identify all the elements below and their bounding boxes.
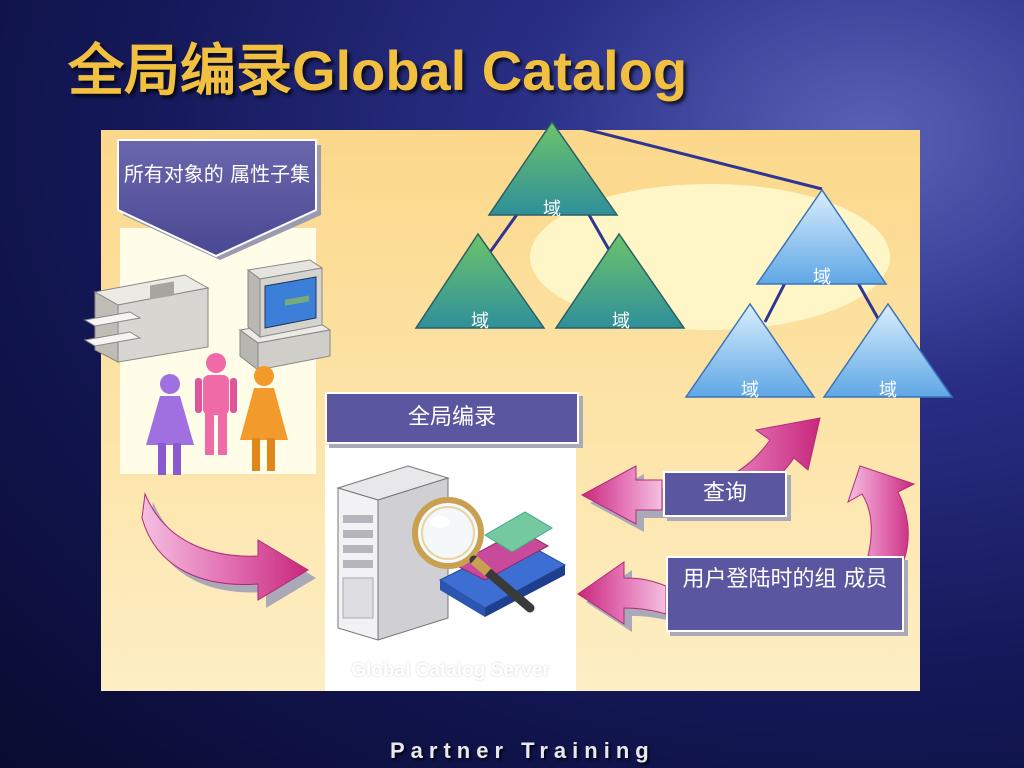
global-catalog-label: 全局编录 — [325, 392, 579, 444]
login-group-membership-label: 用户登陆时的组 成员 — [666, 556, 904, 632]
query-label: 查询 — [663, 471, 787, 517]
domain-label: 域 — [813, 267, 831, 288]
arrow-login-in — [577, 561, 674, 632]
attribute-subset-callout — [117, 139, 317, 258]
tree-connectors — [486, 119, 882, 323]
arrow-to-catalog — [141, 492, 316, 608]
domain-label: 域 — [879, 380, 897, 401]
domain-tree-right — [684, 188, 954, 398]
attribute-subset-text: 所有对象的 属性子集 — [123, 162, 311, 186]
domain-tree-left — [414, 120, 686, 329]
computer-icon — [238, 259, 332, 372]
domain-triangle — [822, 302, 954, 398]
domain-triangle — [554, 232, 686, 329]
domain-label: 域 — [471, 311, 489, 332]
footer-text: Partner Training — [390, 738, 655, 763]
printer-icon — [83, 274, 210, 363]
domain-triangle — [487, 120, 619, 216]
magnifier-icon — [412, 497, 567, 617]
domain-triangle — [684, 302, 816, 398]
arrow-login-out — [847, 465, 916, 561]
domain-triangle — [755, 188, 888, 285]
arrow-query-in — [580, 465, 670, 532]
domain-label: 域 — [741, 380, 759, 401]
global-catalog-server-label: Global Catalog Server — [351, 660, 550, 681]
slide-title: 全局编录Global Catalog — [68, 39, 688, 102]
domain-label: 域 — [612, 311, 630, 332]
domain-triangle — [414, 232, 546, 329]
domain-label: 域 — [543, 199, 561, 220]
people-icon — [146, 353, 288, 475]
